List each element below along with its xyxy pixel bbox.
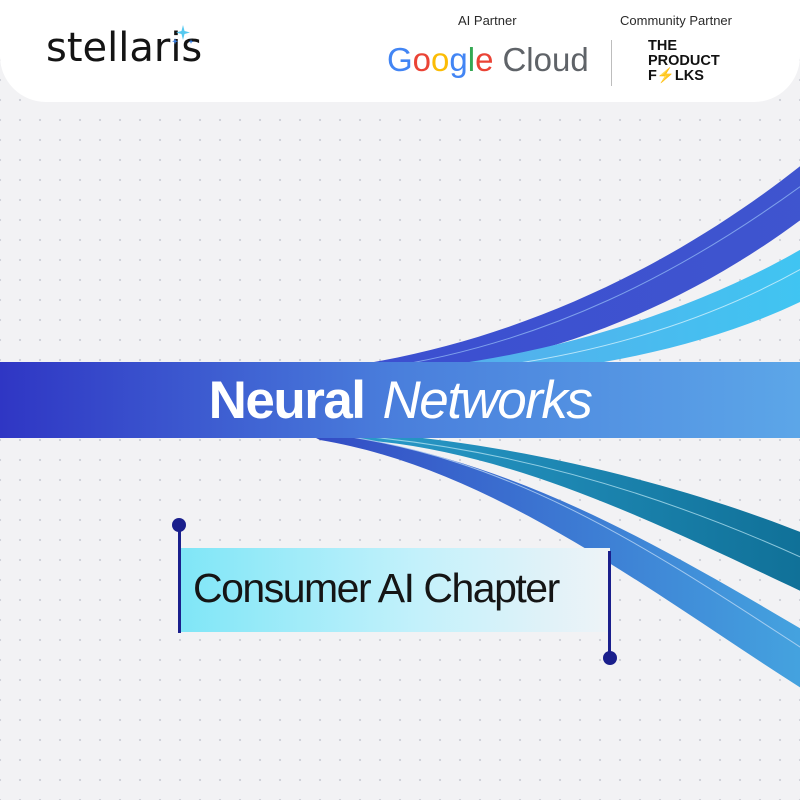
partner-divider (611, 40, 612, 86)
bracket-line-left (178, 524, 181, 633)
google-letter: l (467, 41, 476, 78)
chapter-label: Consumer AI Chapter (193, 565, 560, 611)
title: Neural Networks (0, 362, 800, 438)
chapter-box (180, 548, 610, 632)
ribbon-lower-blue-highlight (329, 433, 800, 648)
ribbon-lower-teal-highlight (359, 435, 800, 558)
bracket-dot-top (172, 518, 186, 532)
tpf-line-2: PRODUCT (648, 53, 720, 69)
google-letter: e (475, 41, 494, 78)
google-wordmark: Google (387, 43, 493, 76)
brand-logo: stellaris (46, 25, 203, 71)
google-letter: G (387, 41, 413, 78)
google-letter: o (431, 41, 450, 78)
the-product-folks-logo: THE PRODUCT F⚡LKS (648, 39, 720, 84)
bracket-line-right (608, 551, 611, 658)
community-partner-label: Community Partner (620, 13, 732, 28)
title-word-networks: Networks (382, 370, 593, 430)
google-letter: g (449, 41, 468, 78)
google-letter: o (412, 41, 432, 78)
header-bar: stellaris AI Partner Community Partner G… (0, 0, 800, 102)
title-word-neural: Neural (208, 370, 366, 430)
tpf-line-3: F⚡LKS (648, 68, 704, 84)
bracket-dot-bottom (603, 651, 617, 665)
ribbon-lower-teal (330, 430, 800, 591)
ai-partner-label: AI Partner (458, 13, 517, 28)
sparkle-icon (172, 25, 194, 45)
ribbon-upper-dark (300, 166, 800, 378)
cloud-wordmark: Cloud (502, 41, 589, 78)
title-band (0, 362, 800, 438)
tpf-line-1: THE (648, 38, 677, 54)
ribbon-upper-light (380, 249, 800, 380)
